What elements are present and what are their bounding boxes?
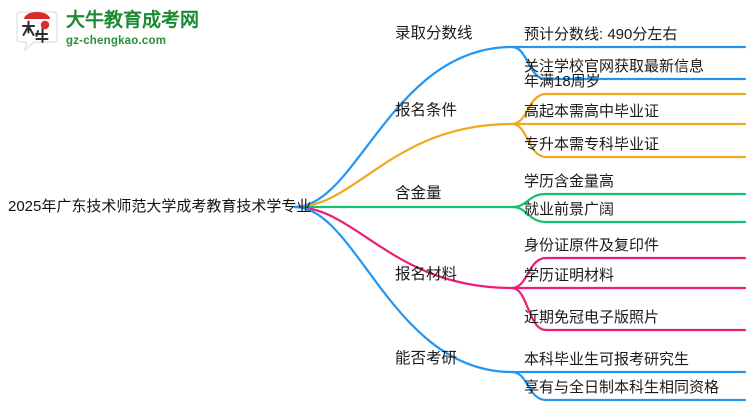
mindmap-connector <box>293 205 514 374</box>
mindmap-branch-label[interactable]: 报名条件 <box>395 102 458 119</box>
mindmap-branch-label[interactable]: 含金量 <box>395 185 442 202</box>
mindmap-connector <box>510 205 747 224</box>
mindmap-connector <box>510 122 747 159</box>
mindmap-branch-label[interactable]: 录取分数线 <box>395 25 473 42</box>
mindmap-leaf-label[interactable]: 本科毕业生可报考研究生 <box>524 351 690 368</box>
mindmap-leaf-label[interactable]: 学历含金量高 <box>524 173 615 190</box>
mindmap-connector <box>510 45 747 81</box>
mindmap-leaf-label[interactable]: 预计分数线: 490分左右 <box>524 26 678 43</box>
mindmap-leaf-label[interactable]: 专升本需专科毕业证 <box>524 136 660 153</box>
mindmap-connector <box>510 370 747 402</box>
mindmap-leaf-label[interactable]: 身份证原件及复印件 <box>524 237 660 254</box>
logo-text: 大牛教育成考网 gz-chengkao.com <box>66 9 200 49</box>
mindmap-leaf-label[interactable]: 近期免冠电子版照片 <box>524 309 660 326</box>
mindmap-connector <box>293 205 514 290</box>
mindmap-connector <box>293 45 514 209</box>
mindmap-leaf-label[interactable]: 关注学校官网获取最新信息 <box>524 58 705 75</box>
mindmap-leaf-label[interactable]: 学历证明材料 <box>524 267 615 284</box>
mindmap-branch-label[interactable]: 能否考研 <box>395 350 458 367</box>
mindmap-root-label: 2025年广东技术师范大学成考教育技术学专业 <box>8 198 312 215</box>
mindmap-leaf-label[interactable]: 年满18周岁 <box>524 73 601 90</box>
logo-title: 大牛教育成考网 <box>66 10 200 31</box>
site-logo: 大牛教育成考网 gz-chengkao.com <box>14 6 200 58</box>
mindmap-leaf-label[interactable]: 享有与全日制本科生相同资格 <box>524 379 720 396</box>
mindmap-branch-label[interactable]: 报名材料 <box>395 266 458 283</box>
mindmap-connector <box>293 122 514 209</box>
logo-subtitle: gz-chengkao.com <box>66 35 167 47</box>
da-niu-speech-bubble-logo-icon <box>14 8 60 54</box>
mindmap-leaf-label[interactable]: 就业前景广阔 <box>524 201 615 218</box>
mindmap-connector <box>510 286 747 332</box>
mindmap-leaf-label[interactable]: 高起本需高中毕业证 <box>524 103 660 120</box>
